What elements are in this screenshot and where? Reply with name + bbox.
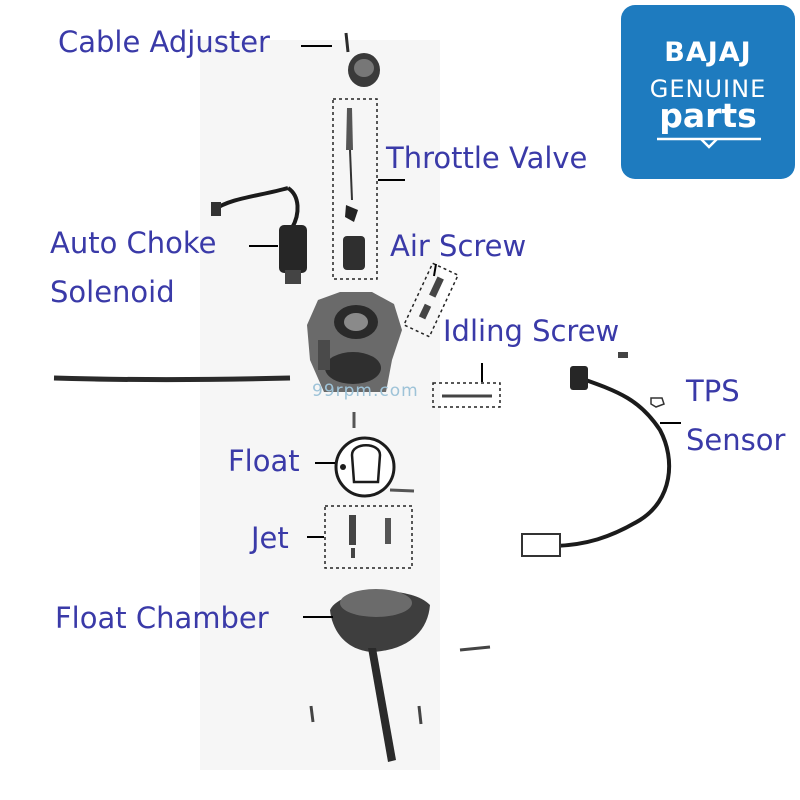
label-float: Float bbox=[228, 444, 300, 478]
logo-brand: BAJAJ bbox=[664, 37, 752, 68]
float-chamber-part bbox=[309, 589, 491, 762]
tps-sensor-part bbox=[521, 352, 672, 557]
label-auto-choke-line2: Solenoid bbox=[50, 275, 175, 309]
label-float-chamber: Float Chamber bbox=[55, 601, 269, 635]
air-screw-box bbox=[402, 262, 460, 338]
label-air-screw: Air Screw bbox=[390, 229, 527, 263]
label-auto-choke-line1: Auto Choke bbox=[50, 226, 217, 260]
throttle-valve-part bbox=[343, 108, 365, 270]
float-part bbox=[334, 436, 415, 498]
idling-screw-box bbox=[432, 382, 501, 408]
logo-genuine: GENUINE bbox=[649, 75, 767, 103]
leader-air-screw bbox=[433, 263, 437, 277]
label-jet: Jet bbox=[251, 521, 289, 555]
jet-box bbox=[324, 505, 413, 569]
fuel-hose-part bbox=[53, 375, 291, 382]
bajaj-genuine-parts-logo: BAJAJ GENUINE parts bbox=[621, 5, 795, 179]
label-idling-screw: Idling Screw bbox=[443, 314, 620, 348]
cable-adjuster-part bbox=[344, 32, 380, 87]
label-tps-line2: Sensor bbox=[686, 423, 786, 457]
jet-part bbox=[349, 515, 391, 558]
background-shade bbox=[200, 40, 440, 770]
throttle-valve-box bbox=[332, 98, 378, 280]
watermark: 99rpm.com bbox=[312, 381, 419, 401]
label-cable-adjuster: Cable Adjuster bbox=[58, 25, 270, 59]
auto-choke-solenoid-part bbox=[211, 186, 307, 284]
logo-parts: parts bbox=[659, 96, 757, 135]
carburetor-body-part bbox=[307, 292, 402, 392]
label-tps-line1: TPS bbox=[686, 374, 740, 408]
logo-underline-arrow bbox=[657, 137, 761, 149]
label-throttle-valve: Throttle Valve bbox=[386, 141, 588, 175]
